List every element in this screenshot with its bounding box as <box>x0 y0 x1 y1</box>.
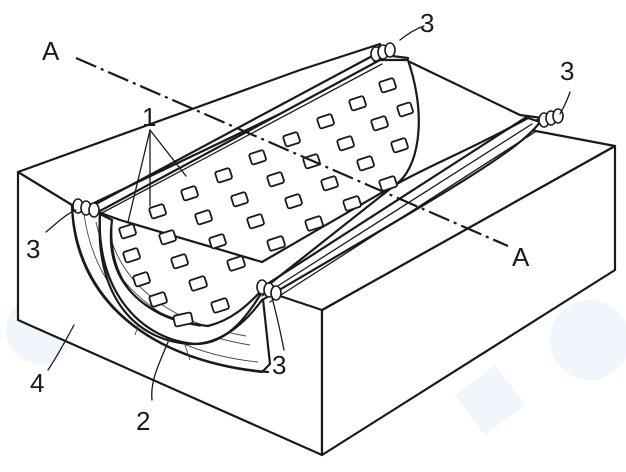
section-label-start: A <box>42 36 60 66</box>
label-screen-openings: 1 <box>142 102 156 132</box>
label-fastener-top-right: 3 <box>560 56 574 86</box>
section-label-end: A <box>512 242 530 272</box>
label-block: 4 <box>30 368 44 398</box>
label-fastener-left: 3 <box>26 234 40 264</box>
screen-floor <box>98 116 542 346</box>
curved-screen <box>90 52 542 346</box>
fastener-bottom <box>256 279 282 301</box>
screen-front-rail <box>256 114 530 292</box>
leader-lines <box>45 25 571 401</box>
label-curved-screen: 2 <box>136 406 150 436</box>
label-fastener-top-left: 3 <box>420 8 434 38</box>
fastener-left <box>72 198 100 218</box>
label-fastener-bottom: 3 <box>272 350 286 380</box>
section-line <box>75 56 509 248</box>
fastener-top-right <box>538 108 564 128</box>
screen-openings <box>118 77 414 328</box>
fastener-top-left <box>370 42 396 62</box>
cavity-rim <box>70 203 270 374</box>
